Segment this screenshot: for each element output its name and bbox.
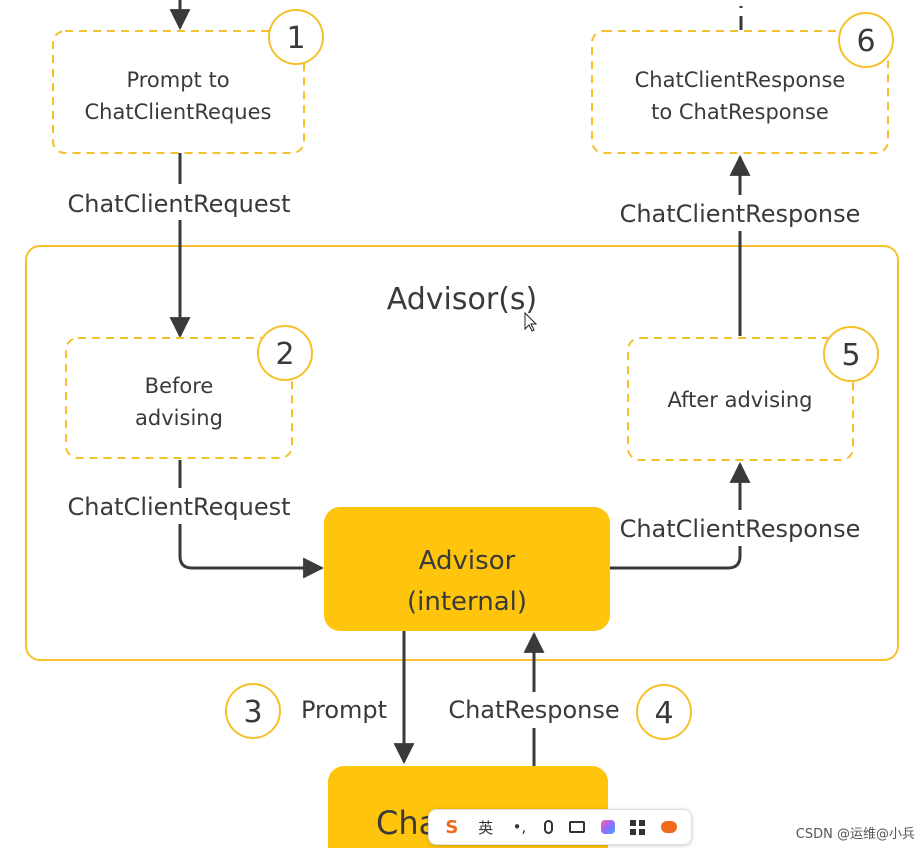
step1-badge [268,9,324,65]
ime-punctuation-toggle[interactable]: •, [512,818,527,836]
edge-request-top-label: ChatClientRequest [67,190,290,218]
toolbox-grid-icon[interactable] [630,819,646,835]
edge-prompt-label: Prompt [301,696,387,724]
step1-line1: Prompt to [126,68,229,92]
mascot-icon[interactable] [661,821,678,833]
mouse-cursor-icon [524,311,538,332]
step1-box [52,30,305,154]
step3-number: 3 [243,695,262,730]
step1-number: 1 [286,21,305,56]
step2-line1: Before [145,374,214,398]
ime-toolbar[interactable]: S 英 •, [428,809,692,845]
edge-request-top-label-bg [60,184,298,220]
step2-line2: advising [135,406,223,430]
advisor-internal-line1: Advisor [419,546,516,576]
edge-response-top-label: ChatClientResponse [620,200,861,228]
ime-logo-icon[interactable]: S [445,816,459,838]
ime-language-toggle[interactable]: 英 [478,818,494,837]
watermark: CSDN @运维@小兵 [795,827,915,842]
step5-badge [823,326,879,382]
edge-chat-response-label: ChatResponse [448,696,619,724]
step4-number: 4 [654,696,673,731]
step5-box [627,337,854,461]
step6-line1: ChatClientResponse [635,68,846,92]
step2-box [65,337,293,459]
advisor-internal-box [324,507,610,631]
skin-icon[interactable] [600,820,615,834]
step6-badge [838,12,894,68]
edge-response-mid [610,461,751,570]
edge-request-mid-label: ChatClientRequest [67,493,290,521]
advisors-title: Advisor(s) [387,282,537,317]
step3-badge [225,683,281,739]
edge-request-mid-label-bg [60,488,298,524]
edge-response-mid-label: ChatClientResponse [620,515,861,543]
edge-response-mid-label-bg [610,510,868,546]
microphone-icon[interactable] [544,820,554,834]
keyboard-icon[interactable] [568,821,585,833]
step6-line2: to ChatResponse [651,100,829,124]
step6-number: 6 [856,24,875,59]
advisor-internal-line2: (internal) [407,587,527,617]
step5-number: 5 [841,338,860,373]
advisors-container [25,245,899,661]
edge-request-mid [178,460,325,579]
step6-box [591,30,889,154]
edge-chat-response-label-bg [440,692,630,728]
edge-response-top-label-bg [610,195,868,231]
step5-line1: After advising [668,388,813,412]
chat-model-label: Cha [376,804,438,842]
step2-number: 2 [275,337,294,372]
step2-badge [257,325,313,381]
step4-badge [636,684,692,740]
step1-line2: ChatClientReques [85,100,272,124]
